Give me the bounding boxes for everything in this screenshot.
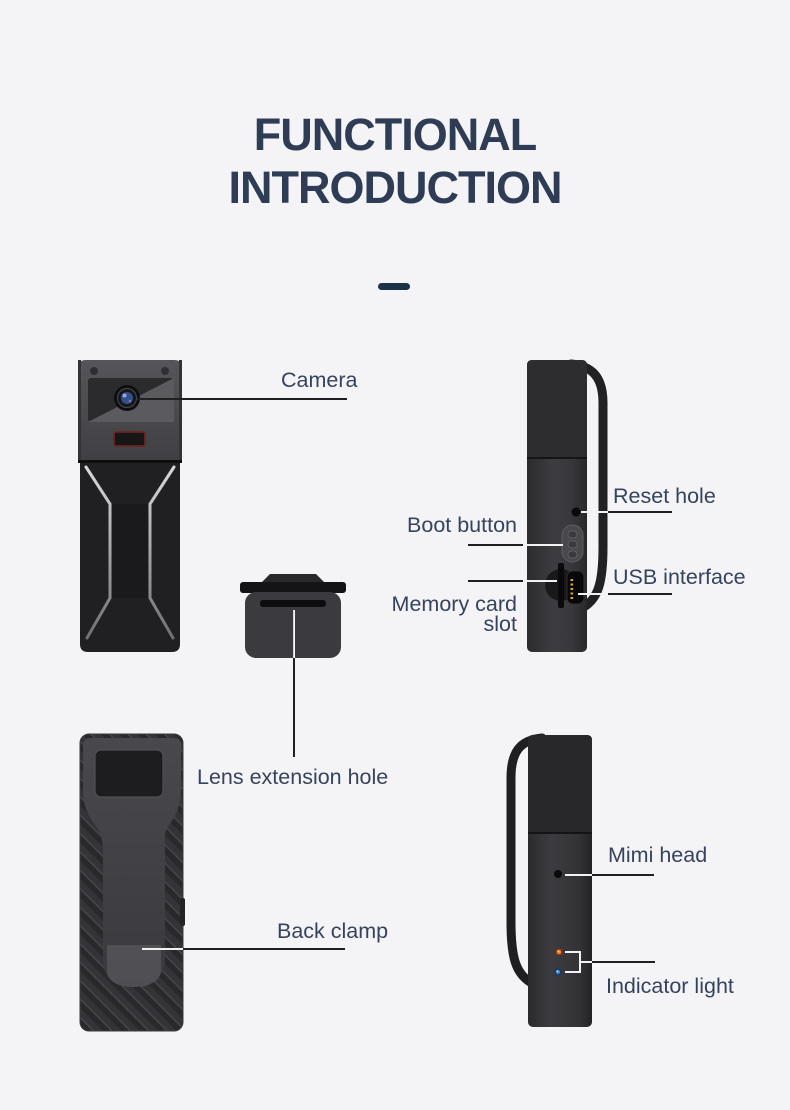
boot-pointer-line-on-device <box>523 544 563 546</box>
reset-pointer-line <box>608 511 672 513</box>
label-back-clamp: Back clamp <box>277 919 389 943</box>
back-clamp-pointer-line <box>183 948 345 950</box>
side-view-device-ports <box>517 355 617 660</box>
indicator-pointer-line <box>592 961 655 963</box>
camera-pointer-line <box>137 398 347 400</box>
reset-pointer-line-on-device <box>581 511 608 513</box>
label-indicator-light: Indicator light <box>606 974 734 998</box>
lens-cap-accessory <box>238 572 348 662</box>
page-title-line2: INTRODUCTION <box>228 162 563 213</box>
side-head <box>528 735 592 833</box>
label-reset-hole: Reset hole <box>613 484 716 508</box>
clamp-head-window <box>94 749 164 798</box>
reset-hole-dot <box>571 507 581 517</box>
cap-top-bar <box>240 582 346 593</box>
mimi-pointer-line <box>592 874 654 876</box>
mimi-pointer-line-on-device <box>565 874 592 876</box>
led-orange <box>555 948 563 956</box>
back-clamp-pointer-line-on-device <box>142 948 183 950</box>
clamp-tip-highlight <box>107 945 161 987</box>
usb-pointer-line-on-device <box>578 593 608 595</box>
lens-hole-pointer-line <box>293 658 295 757</box>
memory-pointer-line <box>468 580 523 582</box>
body-accent-lines <box>84 465 176 640</box>
page-title: FUNCTIONAL INTRODUCTION <box>0 108 790 214</box>
label-usb-interface: USB interface <box>613 565 746 589</box>
mic-hole-dot <box>554 870 562 878</box>
side-view-device-leds <box>498 732 598 1032</box>
led-blue <box>554 968 562 976</box>
label-boot-button: Boot button <box>407 513 517 537</box>
indicator-bracket-bottom <box>565 971 580 973</box>
usb-pointer-line <box>608 593 672 595</box>
back-clamp-device <box>78 730 188 1034</box>
side-head <box>527 360 587 458</box>
label-camera: Camera <box>281 368 358 392</box>
screw-hole-icon <box>161 367 169 375</box>
lens-extension-slot <box>260 600 326 607</box>
boot-button <box>561 524 584 563</box>
memory-pointer-line-on-device <box>523 580 557 582</box>
ir-window <box>113 431 146 447</box>
boot-pointer-line <box>468 544 523 546</box>
indicator-bracket-top <box>565 951 580 953</box>
side-nub <box>180 898 185 926</box>
clamp-arm <box>83 738 181 987</box>
usb-port <box>566 570 585 605</box>
title-divider <box>378 283 410 290</box>
cap-top-bump <box>260 574 326 584</box>
label-mimi-head: Mimi head <box>608 843 708 867</box>
screw-hole-icon <box>90 367 98 375</box>
camera-lens <box>114 385 140 411</box>
cap-body <box>245 592 341 658</box>
page-title-line1: FUNCTIONAL <box>253 109 537 160</box>
indicator-pointer-line-on-device <box>580 961 592 963</box>
label-lens-extension-hole: Lens extension hole <box>197 765 389 789</box>
front-view-device <box>78 358 182 654</box>
label-memory-card-slot: Memory card slot <box>391 592 517 636</box>
